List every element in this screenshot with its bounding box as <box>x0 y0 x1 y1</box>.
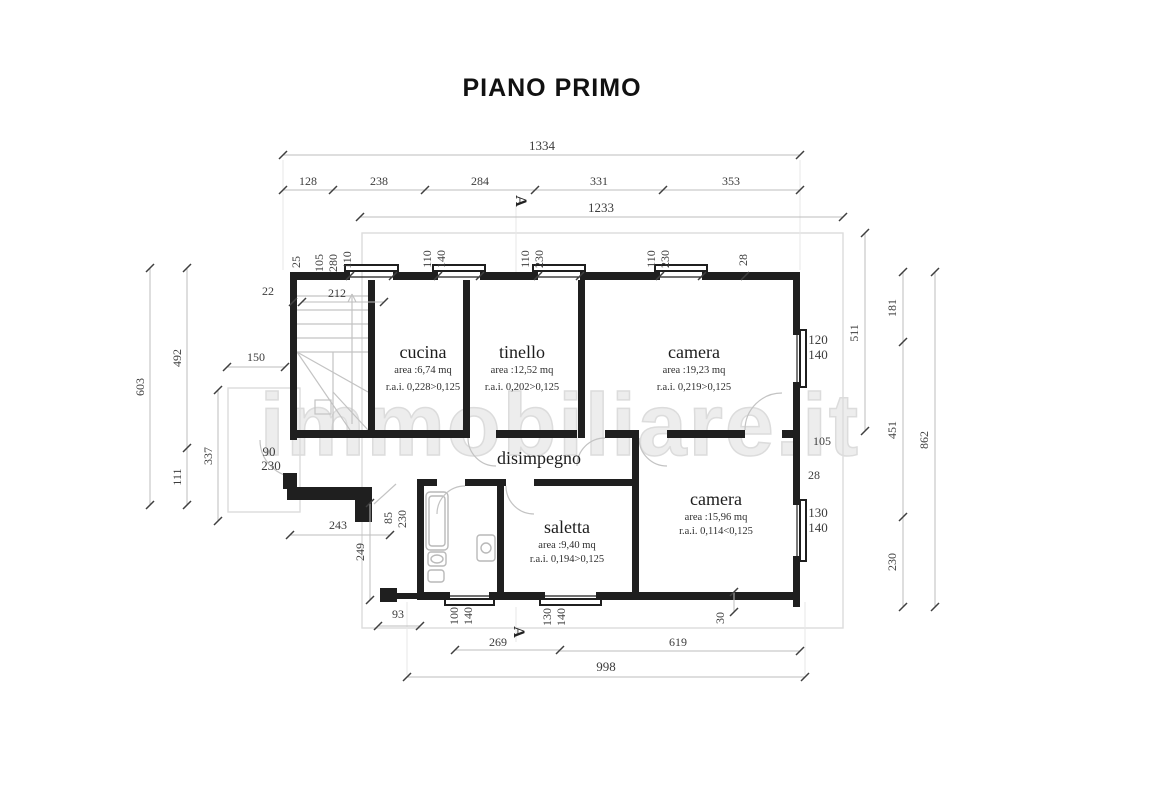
dim-r-862: 862 <box>917 431 931 449</box>
dim-door-230: 230 <box>261 458 281 473</box>
dim-r-140b: 140 <box>808 520 828 535</box>
dim-stair-22: 22 <box>262 284 274 298</box>
dim-wt-7: 230 <box>532 250 546 268</box>
dim-ll-243: 243 <box>329 518 347 532</box>
dim-top-seg-2: 284 <box>471 174 489 188</box>
dim-b-100: 100 <box>447 607 461 625</box>
dim-r-105: 105 <box>813 434 831 448</box>
dim-wt-6: 110 <box>518 250 532 268</box>
dim-b-140b: 140 <box>554 608 568 626</box>
room-cucina-rai: r.a.i. 0,228>0,125 <box>386 382 460 393</box>
room-tinello-area: area :12,52 mq <box>491 365 554 376</box>
dim-wt-5: 140 <box>434 250 448 268</box>
dim-r-28: 28 <box>808 468 820 482</box>
page-title: PIANO PRIMO <box>462 74 641 102</box>
watermark-text: immobiliare.it <box>260 375 860 474</box>
room-cucina: cucina <box>400 342 447 362</box>
dimension-lines <box>145 150 940 682</box>
dim-r-511: 511 <box>847 324 861 342</box>
dim-left-111: 111 <box>170 468 184 485</box>
dim-door-90: 90 <box>263 444 276 459</box>
dim-b-130: 130 <box>540 608 554 626</box>
section-marker-bottom: A <box>510 626 527 638</box>
dim-left-492: 492 <box>170 349 184 367</box>
dim-r-451: 451 <box>885 421 899 439</box>
dim-top-total: 1334 <box>529 138 556 153</box>
dim-left-603: 603 <box>133 378 147 396</box>
dimension-labels: 1334 128 238 284 331 353 1233 A 25 105 2… <box>133 138 931 674</box>
room-labels: cucina area :6,74 mq r.a.i. 0,228>0,125 … <box>386 342 753 565</box>
dim-b-140: 140 <box>461 607 475 625</box>
dim-wt-4: 110 <box>420 250 434 268</box>
dim-wt-3: 110 <box>340 251 354 269</box>
dim-top-seg-1: 238 <box>370 174 388 188</box>
dim-top-seg-0: 128 <box>299 174 317 188</box>
dim-r-230: 230 <box>885 553 899 571</box>
room-cucina-area: area :6,74 mq <box>394 365 452 376</box>
room-camera2: camera <box>690 489 742 509</box>
bidet-icon <box>427 569 445 583</box>
dim-b-269: 269 <box>489 635 507 649</box>
dim-ll-93: 93 <box>392 607 404 621</box>
room-disimpegno: disimpegno <box>497 448 581 468</box>
walls <box>283 272 800 607</box>
dim-wt-8: 110 <box>644 250 658 268</box>
dim-wt-0: 25 <box>289 256 303 268</box>
dim-wt-10: 28 <box>736 254 750 266</box>
section-marker-top: A <box>512 195 529 207</box>
room-camera1-area: area :19,23 mq <box>663 365 726 376</box>
dim-ll-85: 85 <box>381 512 395 524</box>
door-arcs <box>259 392 783 515</box>
dim-r-30: 30 <box>713 612 727 624</box>
staircase <box>296 293 369 431</box>
room-camera2-rai: r.a.i. 0,114<0,125 <box>679 526 753 537</box>
room-camera1-rai: r.a.i. 0,219>0,125 <box>657 382 731 393</box>
dim-top-inner: 1233 <box>588 200 614 215</box>
watermark: immobiliare.it <box>259 374 860 475</box>
dim-top-seg-3: 331 <box>590 174 608 188</box>
dim-left-337: 337 <box>201 447 215 465</box>
dim-b-998: 998 <box>596 659 616 674</box>
dim-ll-230: 230 <box>395 510 409 528</box>
dim-wt-1: 105 <box>312 254 326 272</box>
windows <box>344 264 807 606</box>
dim-top-seg-4: 353 <box>722 174 740 188</box>
dim-left-150: 150 <box>247 350 265 364</box>
room-tinello: tinello <box>499 342 545 362</box>
dim-r-140: 140 <box>808 347 828 362</box>
room-saletta: saletta <box>544 517 590 537</box>
dim-ll-249: 249 <box>353 543 367 561</box>
dim-r-130: 130 <box>808 505 828 520</box>
room-saletta-rai: r.a.i. 0,194>0,125 <box>530 554 604 565</box>
dim-b-619: 619 <box>669 635 687 649</box>
dim-r-120: 120 <box>808 332 828 347</box>
dim-r-181: 181 <box>885 299 899 317</box>
dim-wt-2: 280 <box>326 254 340 272</box>
room-camera2-area: area :15,96 mq <box>685 512 748 523</box>
bathroom-fixtures <box>425 491 496 583</box>
room-camera1: camera <box>668 342 720 362</box>
room-tinello-rai: r.a.i. 0,202>0,125 <box>485 382 559 393</box>
room-saletta-area: area :9,40 mq <box>538 540 596 551</box>
dim-stair-212: 212 <box>328 286 346 300</box>
dim-wt-9: 230 <box>658 250 672 268</box>
